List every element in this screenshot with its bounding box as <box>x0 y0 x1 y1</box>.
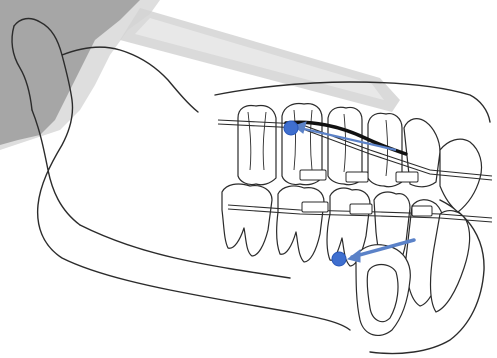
bracket <box>396 172 418 182</box>
bracket <box>300 170 326 180</box>
upper-molar-1 <box>238 106 276 185</box>
lower-molar-1 <box>277 186 324 262</box>
bracket <box>302 202 328 212</box>
lower-anchor-point <box>332 252 346 266</box>
bracket <box>346 172 368 182</box>
bracket <box>412 206 432 216</box>
bracket <box>350 204 372 214</box>
lower-molar-back <box>222 184 272 256</box>
upper-anchor-point <box>284 121 298 135</box>
teeth <box>222 104 482 336</box>
